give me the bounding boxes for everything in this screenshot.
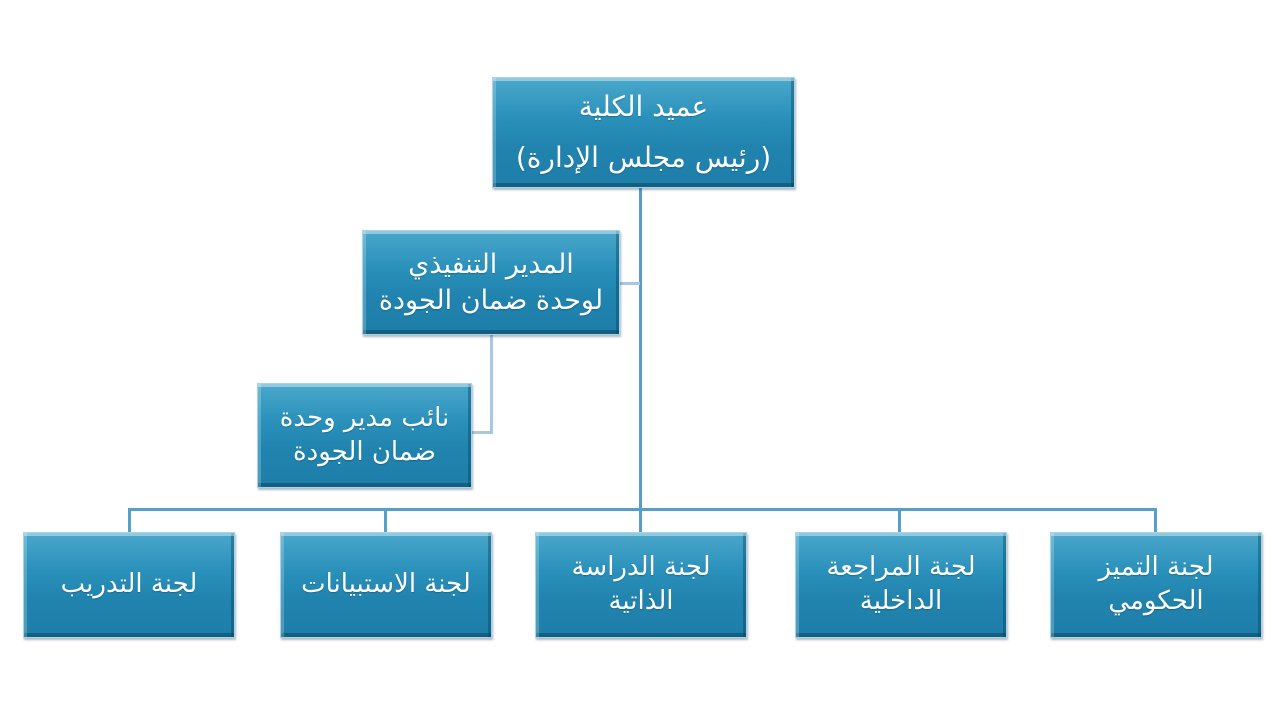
committee-label: لجنة الاستبيانات	[301, 569, 471, 600]
connector-deputy-horizontal	[472, 431, 493, 434]
node-dean-subtitle: (رئيس مجلس الإدارة)	[515, 141, 772, 174]
connector-drop-training	[128, 508, 131, 534]
node-dean-title: عميد الكلية	[578, 89, 709, 123]
node-executive-line1: المدير التنفيذي	[408, 249, 574, 281]
node-committee-gov-excellence: لجنة التميز الحكومي	[1050, 532, 1262, 638]
node-executive-line2: لوحدة ضمان الجودة	[378, 284, 604, 316]
node-deputy-director: نائب مدير وحدة ضمان الجودة	[257, 383, 472, 488]
connector-drop-self-study	[639, 508, 642, 534]
committee-label: لجنة التدريب	[60, 569, 198, 600]
committee-label: لجنة المراجعة الداخلية	[826, 552, 976, 616]
connector-executive-horizontal	[620, 282, 640, 285]
connector-committees-horizontal	[128, 508, 1157, 511]
connector-root-vertical	[639, 188, 642, 510]
connector-deputy-vertical	[490, 335, 493, 434]
node-committee-self-study: لجنة الدراسة الذاتية	[535, 532, 747, 638]
connector-drop-internal-review	[898, 508, 901, 534]
node-executive-director: المدير التنفيذي لوحدة ضمان الجودة	[362, 230, 620, 335]
node-deputy-line2: ضمان الجودة	[293, 436, 436, 467]
node-deputy-line1: نائب مدير وحدة	[279, 402, 450, 433]
node-committee-internal-review: لجنة المراجعة الداخلية	[795, 532, 1007, 638]
committee-label: لجنة الدراسة الذاتية	[571, 552, 711, 616]
node-dean: عميد الكلية (رئيس مجلس الإدارة)	[492, 77, 795, 188]
committee-label: لجنة التميز الحكومي	[1098, 552, 1214, 616]
connector-drop-questionnaires	[384, 508, 387, 534]
node-committee-training: لجنة التدريب	[23, 532, 235, 638]
connector-drop-gov-excellence	[1154, 508, 1157, 534]
node-committee-questionnaires: لجنة الاستبيانات	[280, 532, 492, 638]
